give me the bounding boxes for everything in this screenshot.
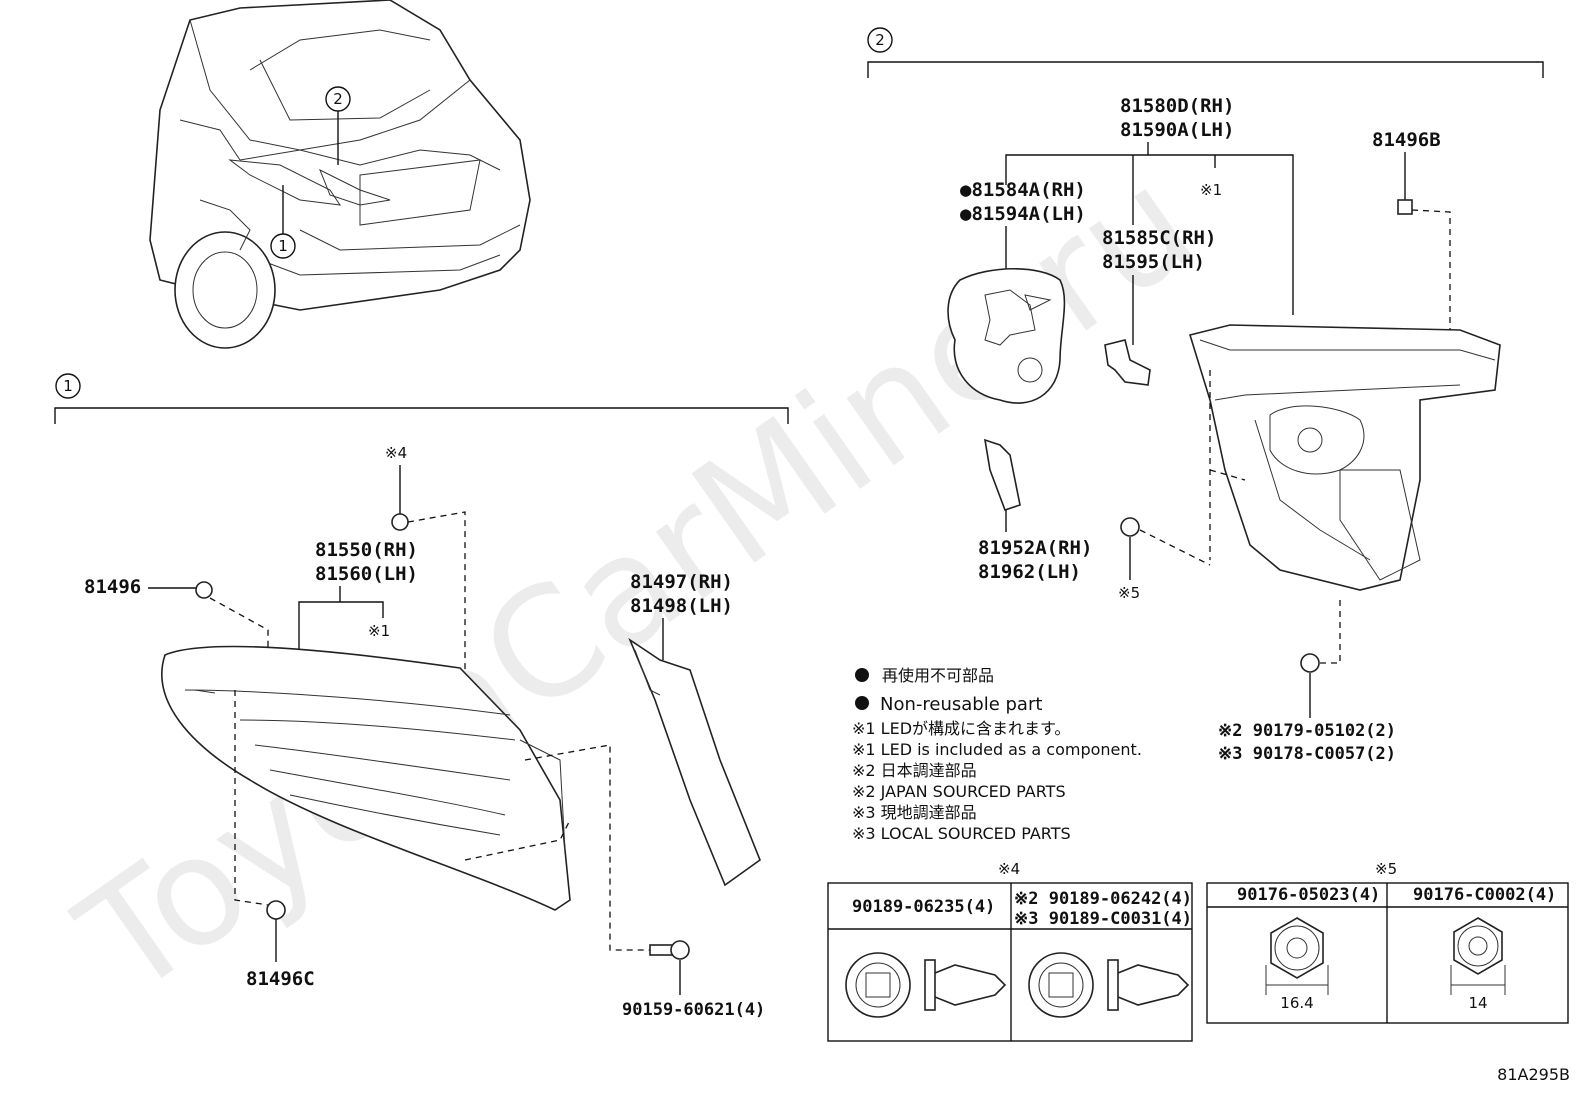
- label-81594a-lh: ●81594A(LH): [960, 203, 1086, 225]
- label-81496c: 81496C: [246, 968, 315, 990]
- clip-90189-06235-icon: [845, 952, 1007, 1018]
- legend-line-1: 再使用不可部品: [882, 666, 994, 685]
- table4-col2a: ※2 90189-06242(4): [1014, 889, 1192, 909]
- label-90178: ※3 90178-C0057(2): [1218, 744, 1396, 764]
- clip-90189-06242-icon: [1028, 952, 1190, 1018]
- section-2: 2 81580D(RH) 81590A(LH) ※1 ●81584A(RH) ●…: [867, 27, 1544, 764]
- legend-line-7: ※3 現地調達部品: [852, 803, 977, 822]
- legend-line-2: Non-reusable part: [880, 694, 1042, 715]
- label-90179: ※2 90179-05102(2): [1218, 721, 1396, 741]
- legend-line-3: ※1 LEDが構成に含まれます。: [852, 719, 1070, 738]
- section-1-marker: 1: [63, 377, 73, 395]
- legend: 再使用不可部品 Non-reusable part ※1 LEDが構成に含まれま…: [852, 666, 1142, 843]
- vehicle-overview-illustration: 2 1: [149, 0, 531, 349]
- label-81498-lh: 81498(LH): [630, 595, 733, 617]
- label-81497-rh: 81497(RH): [630, 571, 733, 593]
- note-x1-section2: ※1: [1200, 181, 1222, 199]
- table4-col2b: ※3 90189-C0031(4): [1014, 909, 1192, 929]
- table5-col2: 90176-C0002(4): [1413, 885, 1556, 905]
- legend-line-5: ※2 日本調達部品: [852, 761, 977, 780]
- nut-90176-05023-icon: [1265, 917, 1329, 995]
- legend-line-8: ※3 LOCAL SOURCED PARTS: [852, 824, 1071, 843]
- label-81952a-rh: 81952A(RH): [978, 537, 1092, 559]
- fastener-table-x4: ※4 90189-06235(4) ※2 90189-06242(4) ※3 9…: [827, 860, 1193, 1042]
- label-90159: 90159-60621(4): [622, 1000, 765, 1020]
- table5-dim2: 14: [1468, 994, 1487, 1012]
- overview-callout-2: 2: [333, 90, 343, 108]
- note-x4-section1: ※4: [385, 444, 407, 462]
- label-81585c-rh: 81585C(RH): [1102, 227, 1216, 249]
- label-81560-lh: 81560(LH): [315, 563, 418, 585]
- overview-callout-1: 1: [278, 237, 288, 255]
- table4-mark: ※4: [998, 860, 1020, 878]
- legend-line-4: ※1 LED is included as a component.: [852, 740, 1142, 759]
- label-81496: 81496: [84, 576, 141, 598]
- note-x5-section2: ※5: [1118, 584, 1140, 602]
- label-81595-lh: 81595(LH): [1102, 251, 1205, 273]
- diagram-code: 81A295B: [1497, 1065, 1570, 1084]
- section-2-marker: 2: [875, 31, 885, 49]
- table4-col1: 90189-06235(4): [852, 897, 995, 917]
- label-81496b: 81496B: [1372, 129, 1441, 151]
- label-81590a-lh: 81590A(LH): [1120, 119, 1234, 141]
- table5-mark: ※5: [1375, 860, 1397, 878]
- table5-col1: 90176-05023(4): [1237, 885, 1380, 905]
- label-81580d-rh: 81580D(RH): [1120, 95, 1234, 117]
- label-81550-rh: 81550(RH): [315, 539, 418, 561]
- table5-dim1: 16.4: [1280, 994, 1313, 1012]
- note-x1-section1: ※1: [368, 622, 390, 640]
- fastener-table-x5: ※5 90176-05023(4) 90176-C0002(4) 16.4 14: [1206, 860, 1569, 1024]
- bolt-90159-icon: [649, 940, 690, 960]
- legend-line-6: ※2 JAPAN SOURCED PARTS: [852, 782, 1066, 801]
- label-81584a-rh: ●81584A(RH): [960, 179, 1086, 201]
- label-81962-lh: 81962(LH): [978, 561, 1081, 583]
- section-1: 1 81550(RH) 81560(LH) ※1 ※4 81496 81496C: [54, 373, 789, 1020]
- nut-90176-c0002-icon: [1450, 917, 1506, 995]
